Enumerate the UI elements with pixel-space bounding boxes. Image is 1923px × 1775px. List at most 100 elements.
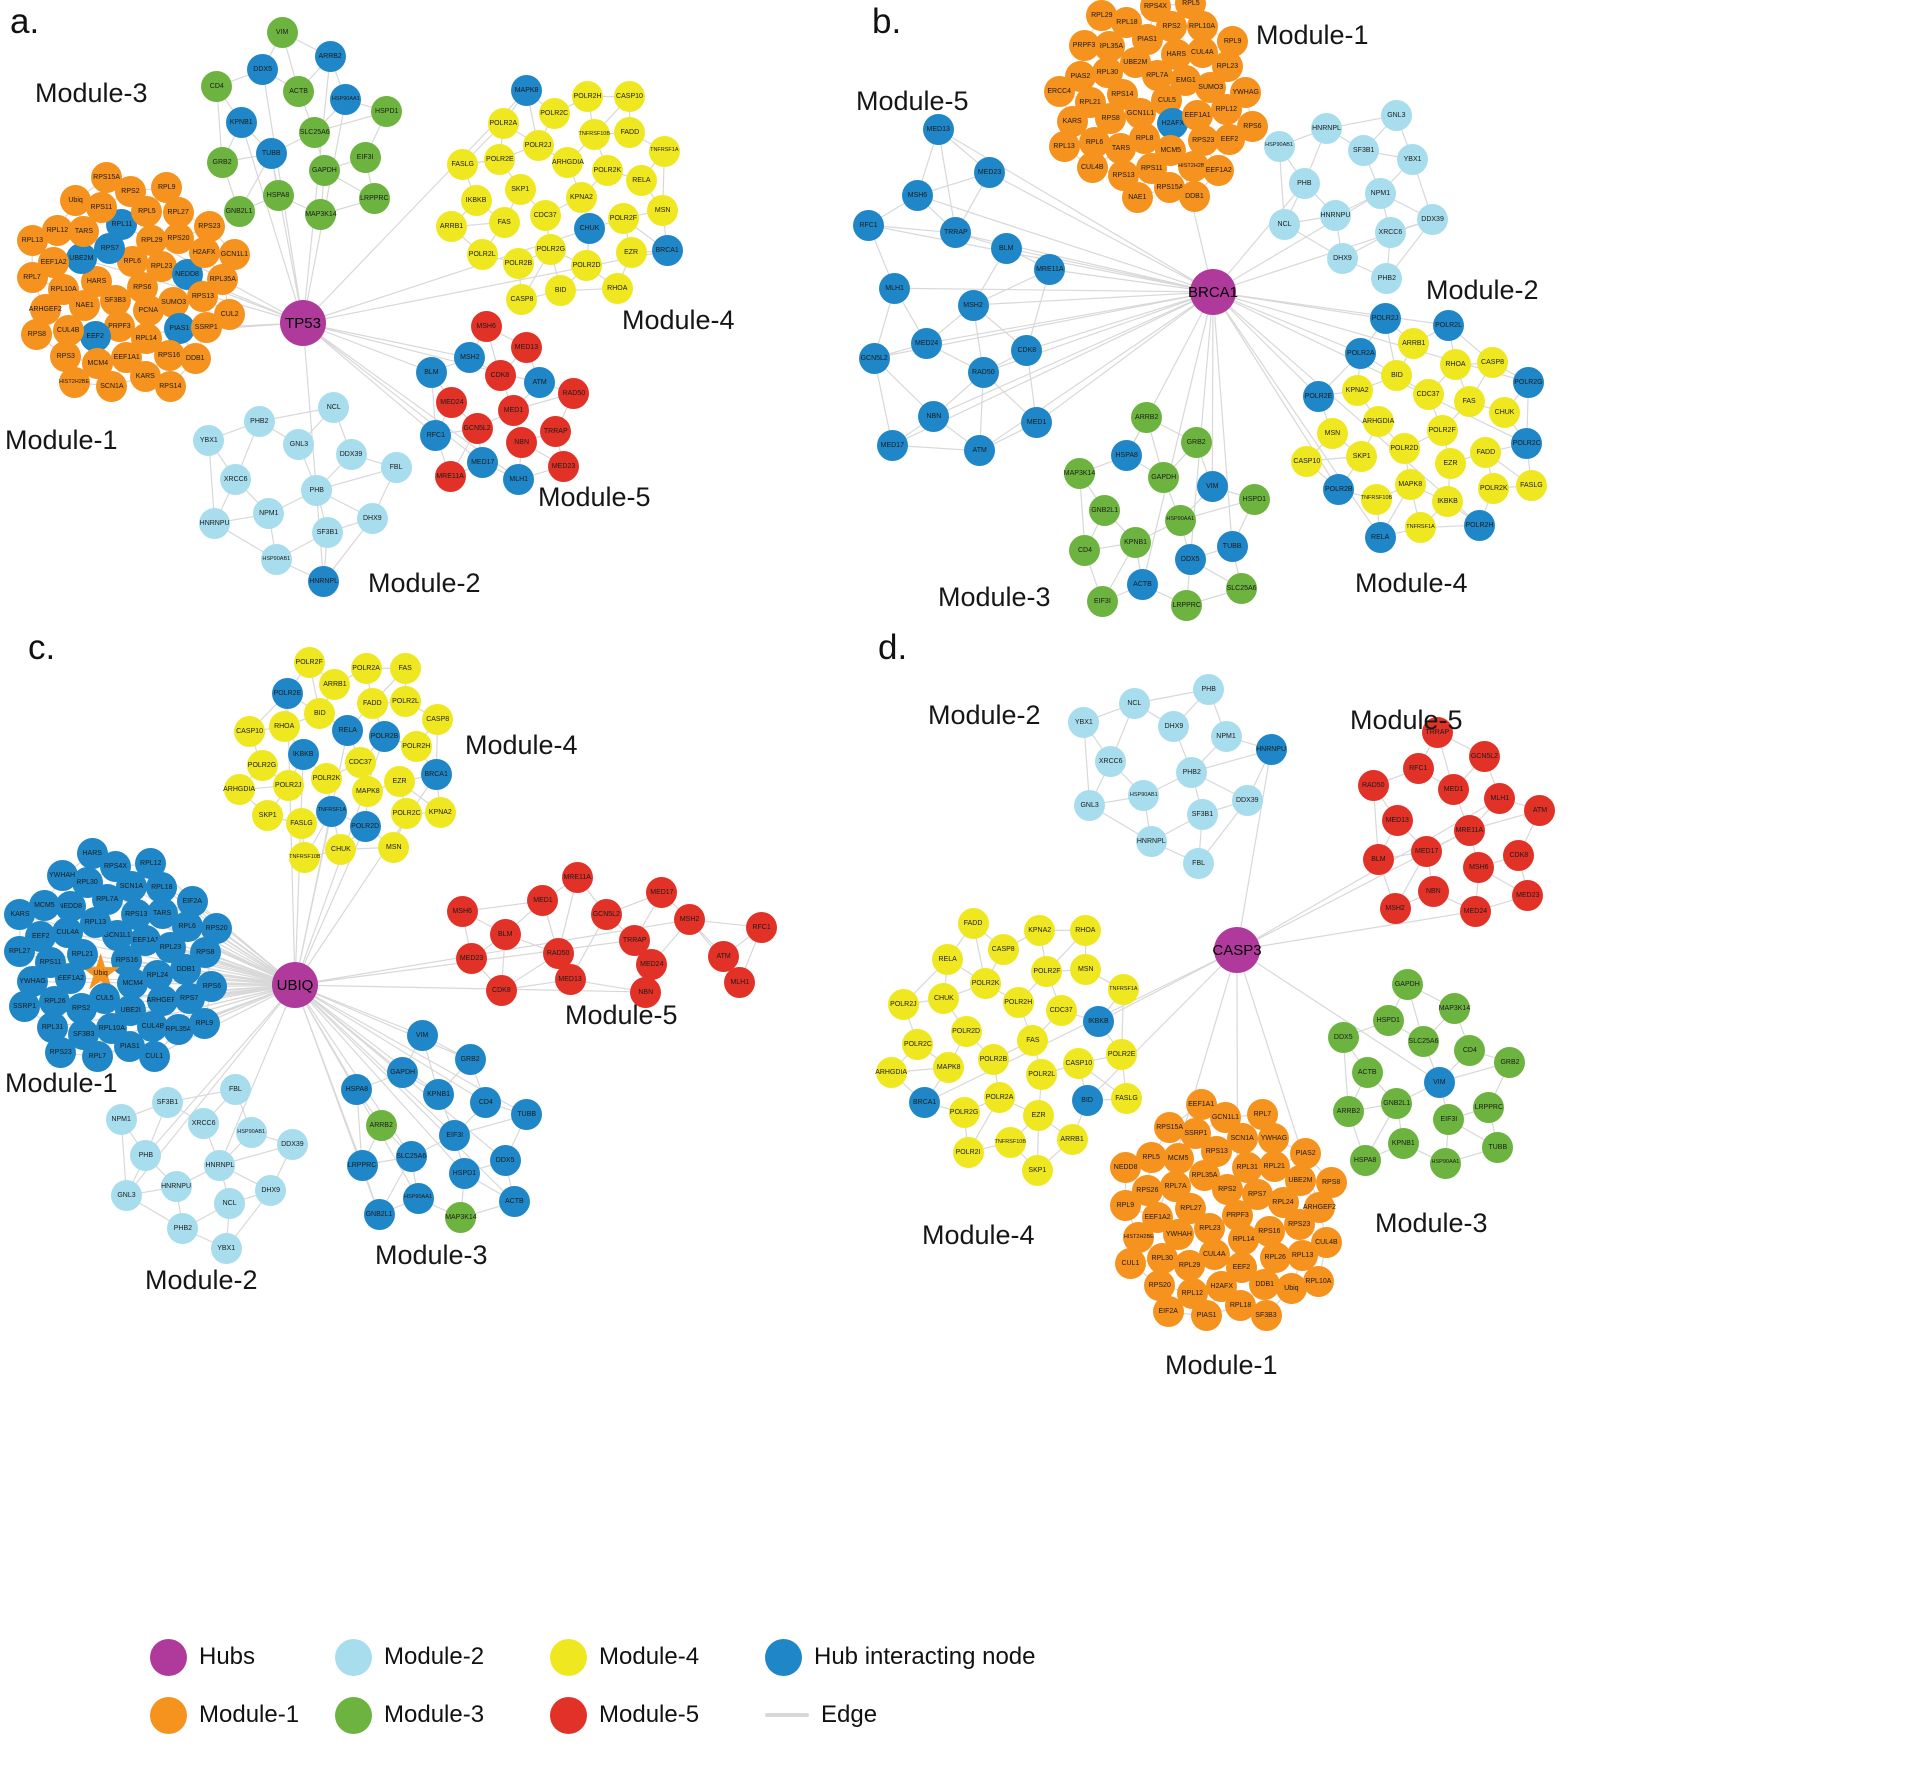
node-label: RPL11 [111,221,133,229]
node-label: FASLG [1520,482,1543,490]
node-rpl13: RPL13 [79,906,111,938]
node-pias1: PIAS1 [163,313,195,345]
node-npm1: NPM1 [1364,177,1396,209]
node-sf3b1: SF3B1 [1186,798,1218,830]
node-label: TNFRSF10B [289,854,321,861]
node-label: EEF1A1 [1184,112,1211,120]
node-label: RPL23 [159,944,182,952]
node-cd4: CD4 [201,71,233,103]
node-rpl9: RPL9 [151,172,183,204]
node-rpl7: RPL7 [81,1041,113,1073]
node-label: MSH6 [476,322,496,330]
node-label: EIF3I [356,154,374,162]
node-label: SCN1A [119,883,144,891]
node-label: BID [1391,372,1403,380]
node-label: DDX5 [1333,1034,1353,1042]
node-label: CDK8 [1509,851,1529,859]
node-label: YBX1 [1074,718,1093,726]
node-label: RELA [338,726,357,734]
node-label: POLR2F [609,214,638,222]
node-label: TNFRSF1A [317,807,346,814]
node-label: GAPDH [311,166,337,174]
node-label: ATM [1532,806,1548,814]
node-rps11: RPS11 [85,191,117,223]
node-label: RPL7A [96,896,119,904]
node-label: PIAS1 [169,325,190,333]
node-label: MED23 [977,169,1002,177]
edge [1212,291,1319,397]
node-label: ARRB1 [439,223,464,231]
node-gcn5l2: GCN5L2 [858,342,890,374]
node-label: BRCA1 [912,1099,937,1107]
node-kpnb1: KPNB1 [225,106,257,138]
node-skp1: SKP1 [504,173,536,205]
node-gcn5l2: GCN5L2 [1468,740,1500,772]
node-rpl10a: RPL10A [96,1012,128,1044]
node-label: EEF2 [31,932,50,940]
edge [979,291,1214,452]
node-hnrnpl: HNRNPL [308,565,340,597]
node-polr2a: POLR2A [350,652,382,684]
node-eif3i: EIF3I [349,142,381,174]
node-label: CUL4B [56,326,80,334]
node-polr2i: POLR2I [952,1136,984,1168]
node-polr2l: POLR2L [390,686,422,718]
node-label: DDB1 [176,966,196,974]
node-eif2a: EIF2A [176,885,208,917]
node-label: HNRNPU [1256,746,1287,754]
node-label: HSP90AB1 [262,555,291,562]
node-label: RPL30 [76,878,98,886]
node-label: HSP90AA1 [1431,1159,1460,1166]
node-hnrnpl: HNRNPL [1135,826,1167,858]
node-label: GCN5L2 [592,910,620,918]
node-label: MSN [1324,430,1341,438]
module-4-swatch [550,1638,587,1676]
node-label: SSRP1 [194,323,218,331]
node-eif3i: EIF3I [1086,586,1118,618]
node-label: SF3B3 [73,1031,95,1039]
node-label: RELA [938,955,957,963]
node-ikbkb: IKBKB [287,739,319,771]
node-fadd: FADD [356,688,388,720]
node-label: DDX5 [253,66,272,74]
node-mre11a: MRE11A [561,861,593,893]
node-label: CDC37 [1416,391,1440,398]
node-label: MAPK8 [1398,481,1423,489]
node-hsp90aa1: HSP90AA1 [402,1182,434,1214]
edge-swatch [765,1713,809,1717]
node-label: MSH6 [1469,864,1489,872]
node-label: HNRNPU [161,1183,192,1191]
legend-item-hub-interacting-node: Hub interacting node [765,1638,1125,1676]
node-atm: ATM [1524,794,1556,826]
node-hist2h2be: HIST2H2BE [1123,1222,1155,1254]
node-label: MSN [654,206,671,214]
node-label: POLR2J [275,781,302,789]
node-lrpprc: LRPPRC [346,1149,378,1181]
node-polr2e: POLR2E [271,677,303,709]
node-msh2: MSH2 [957,289,989,321]
node-label: POLR2C [1512,440,1541,448]
node-ddx5: DDX5 [489,1145,521,1177]
node-slc25a6: SLC25A6 [299,116,331,148]
node-label: RPL10A [50,286,77,294]
node-hnrnpu: HNRNPU [1319,200,1351,231]
node-label: PCNA [138,307,158,315]
module-label-b-module-3: Module-3 [938,582,1051,612]
node-nbn: NBN [630,976,662,1008]
node-polr2k: POLR2K [311,763,343,795]
node-med13: MED13 [510,331,542,363]
node-label: RPS11 [39,959,62,967]
node-label: SF3B1 [1191,810,1214,818]
node-map3k14: MAP3K14 [1439,992,1470,1024]
module-label-c-module-1: Module-1 [5,1068,118,1098]
node-eif3i: EIF3I [439,1119,471,1151]
node-label: RPL30 [1096,68,1119,76]
node-tubb: TUBB [255,138,287,170]
node-rps23: RPS23 [1187,125,1219,157]
node-label: RPS7 [1247,1191,1267,1199]
node-hsp90ab1: HSP90AB1 [260,544,292,576]
node-rfc1: RFC1 [420,419,452,451]
node-mlh1: MLH1 [1484,782,1516,814]
edge [302,56,331,324]
node-npm1: NPM1 [1210,720,1242,752]
